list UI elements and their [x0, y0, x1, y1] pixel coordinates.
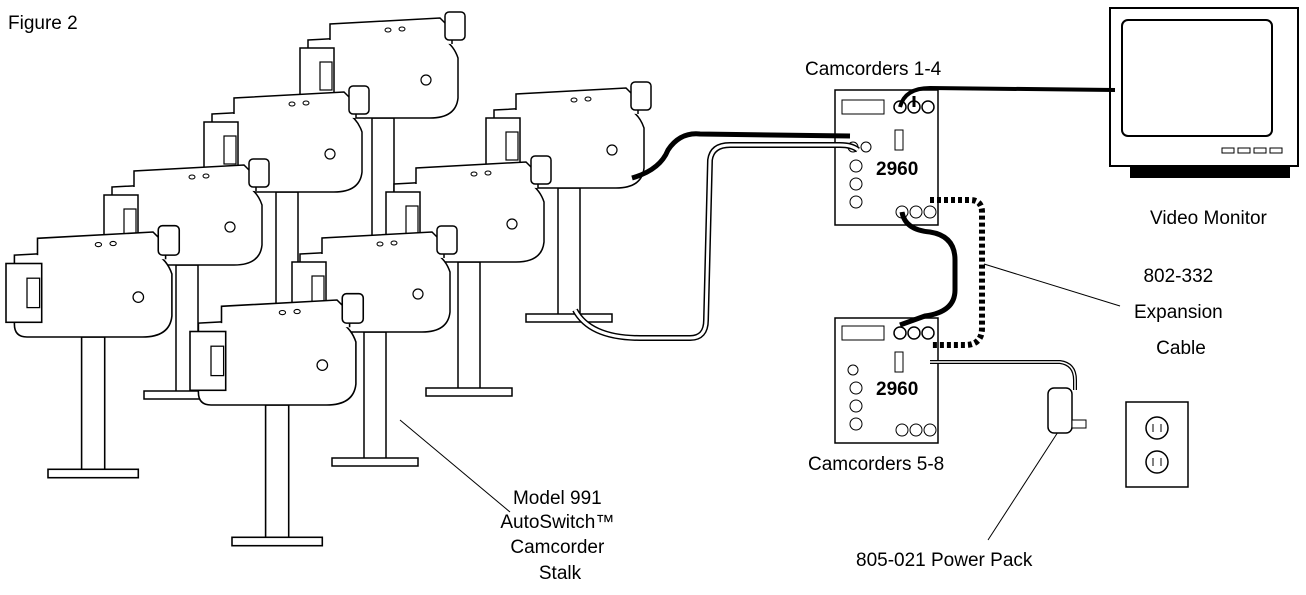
camcorder-8 — [189, 292, 365, 547]
cables — [399, 85, 1121, 541]
figure-label: Figure 2 — [8, 13, 78, 34]
board-caption-top: Camcorders 1-4 — [805, 59, 942, 80]
switcher-board-top: 2960 — [834, 89, 939, 226]
stalk-label: Model 991 AutoSwitch™ Camcorder Stalk — [500, 488, 619, 584]
power-pack-caption: 805-021 Power Pack — [856, 550, 1033, 571]
camcorder-4 — [5, 224, 181, 479]
switcher-board-bottom: 2960 — [834, 317, 939, 444]
outlet-icon — [1125, 401, 1189, 488]
video-monitor — [1109, 7, 1299, 178]
board-caption-bottom: Camcorders 5-8 — [808, 454, 944, 475]
monitor-caption: Video Monitor — [1150, 208, 1268, 229]
expansion-cable-label: 802-332 Expansion Cable — [1134, 266, 1228, 359]
board-model-bottom: 2960 — [876, 379, 918, 400]
power-pack — [1047, 387, 1087, 434]
board-model-top: 2960 — [876, 159, 918, 180]
camcorder-stack — [5, 11, 652, 547]
